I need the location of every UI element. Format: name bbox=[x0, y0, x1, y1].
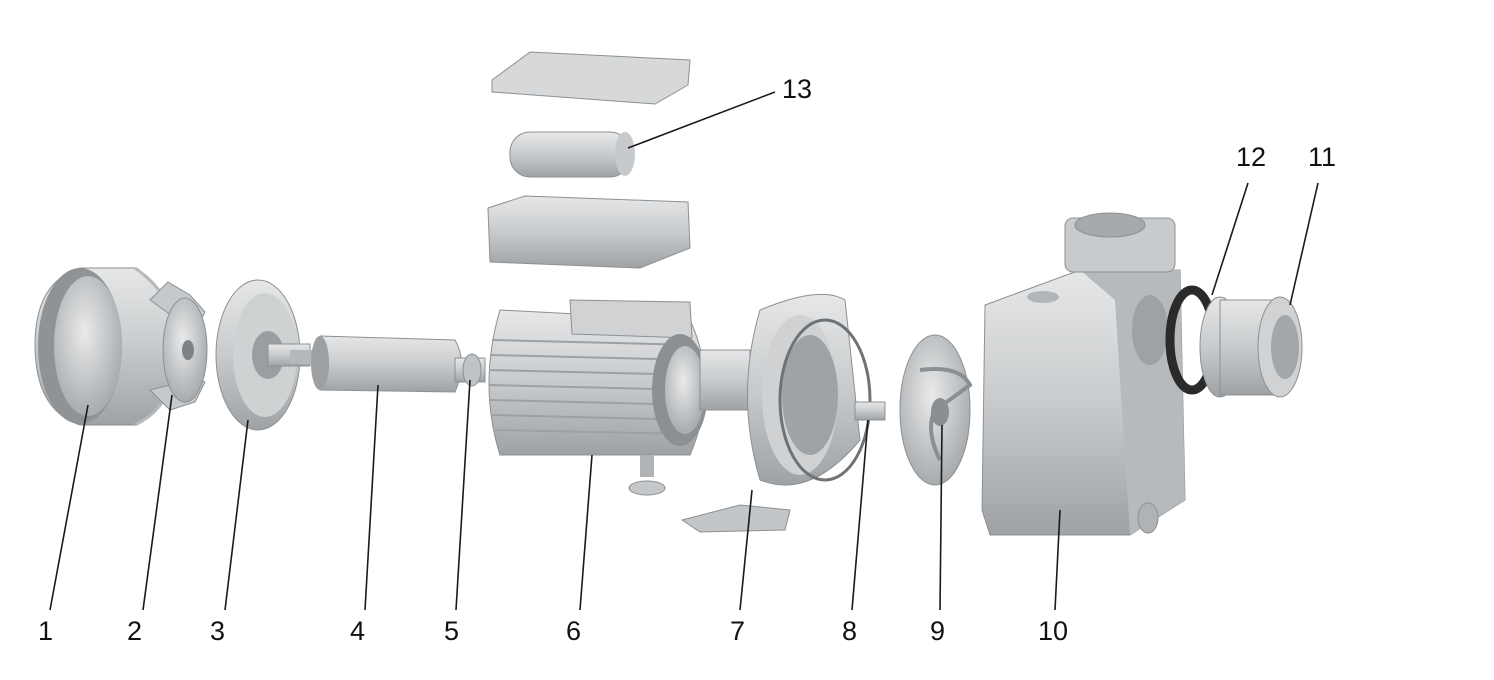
part-1-fan-cover bbox=[34, 266, 180, 427]
part-11-inlet-fitting bbox=[1199, 296, 1303, 398]
part-4-rotor bbox=[290, 335, 462, 393]
callout-6: 6 bbox=[566, 616, 581, 646]
callout-7: 7 bbox=[730, 616, 745, 646]
callout-9: 9 bbox=[930, 616, 945, 646]
callout-12: 12 bbox=[1236, 142, 1266, 172]
leader-11 bbox=[1289, 182, 1319, 306]
callout-2: 2 bbox=[127, 616, 142, 646]
part-5-bearing bbox=[454, 353, 486, 387]
part-7-pump-bracket bbox=[680, 293, 861, 533]
callout-13: 13 bbox=[782, 74, 812, 104]
part-13-terminal-box bbox=[487, 51, 691, 269]
leader-8 bbox=[851, 419, 869, 611]
leader-6 bbox=[579, 454, 593, 611]
leader-13 bbox=[627, 91, 776, 149]
leader-1 bbox=[49, 404, 89, 611]
part-9-impeller bbox=[899, 334, 973, 486]
callout-11: 11 bbox=[1308, 142, 1336, 172]
callout-4: 4 bbox=[350, 616, 365, 646]
part-6-motor-housing bbox=[488, 299, 708, 496]
leader-4 bbox=[364, 384, 379, 611]
leader-10 bbox=[1054, 509, 1061, 611]
part-3-end-cover bbox=[215, 279, 311, 431]
part-10-pump-casing bbox=[981, 212, 1186, 536]
leader-lines bbox=[49, 91, 1319, 611]
callout-8: 8 bbox=[842, 616, 857, 646]
part-8-seal bbox=[778, 318, 886, 482]
callout-labels: 1 2 3 4 5 6 7 8 9 10 11 12 13 bbox=[38, 74, 1336, 646]
callout-5: 5 bbox=[444, 616, 459, 646]
leader-12 bbox=[1211, 182, 1249, 296]
leader-5 bbox=[455, 379, 471, 611]
leader-2 bbox=[142, 394, 173, 611]
callout-3: 3 bbox=[210, 616, 225, 646]
leader-9 bbox=[939, 424, 943, 611]
callout-10: 10 bbox=[1038, 616, 1068, 646]
leader-3 bbox=[224, 419, 249, 611]
leader-7 bbox=[739, 489, 753, 611]
callout-1: 1 bbox=[38, 616, 53, 646]
